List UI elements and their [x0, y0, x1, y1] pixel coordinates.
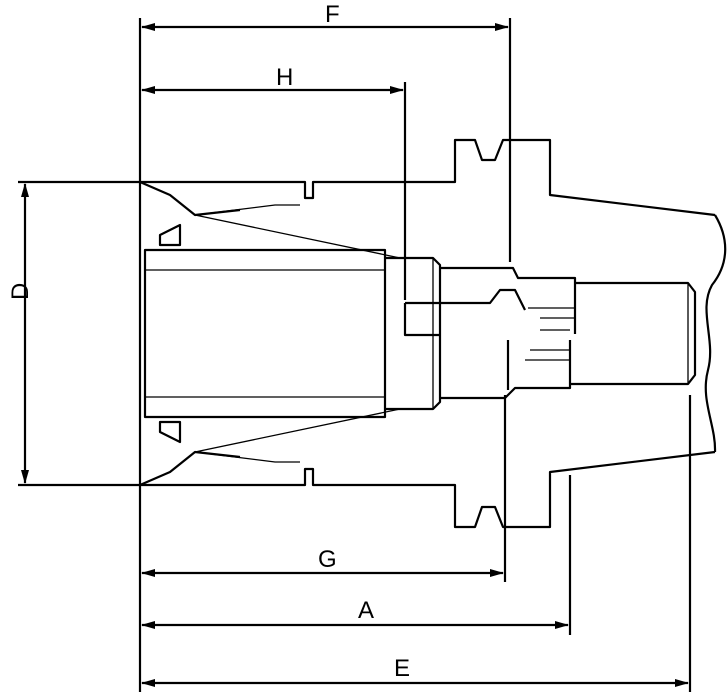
label-g: G: [318, 546, 337, 573]
label-d: D: [7, 283, 34, 300]
dimension-labels: F H D G A E: [7, 1, 410, 682]
extension-lines: [18, 18, 692, 692]
label-a: A: [358, 597, 374, 624]
label-f: F: [325, 1, 340, 28]
dimension-lines: [21, 23, 689, 687]
label-h: H: [276, 64, 293, 91]
label-e: E: [394, 655, 410, 682]
holder-body: [139, 138, 727, 529]
